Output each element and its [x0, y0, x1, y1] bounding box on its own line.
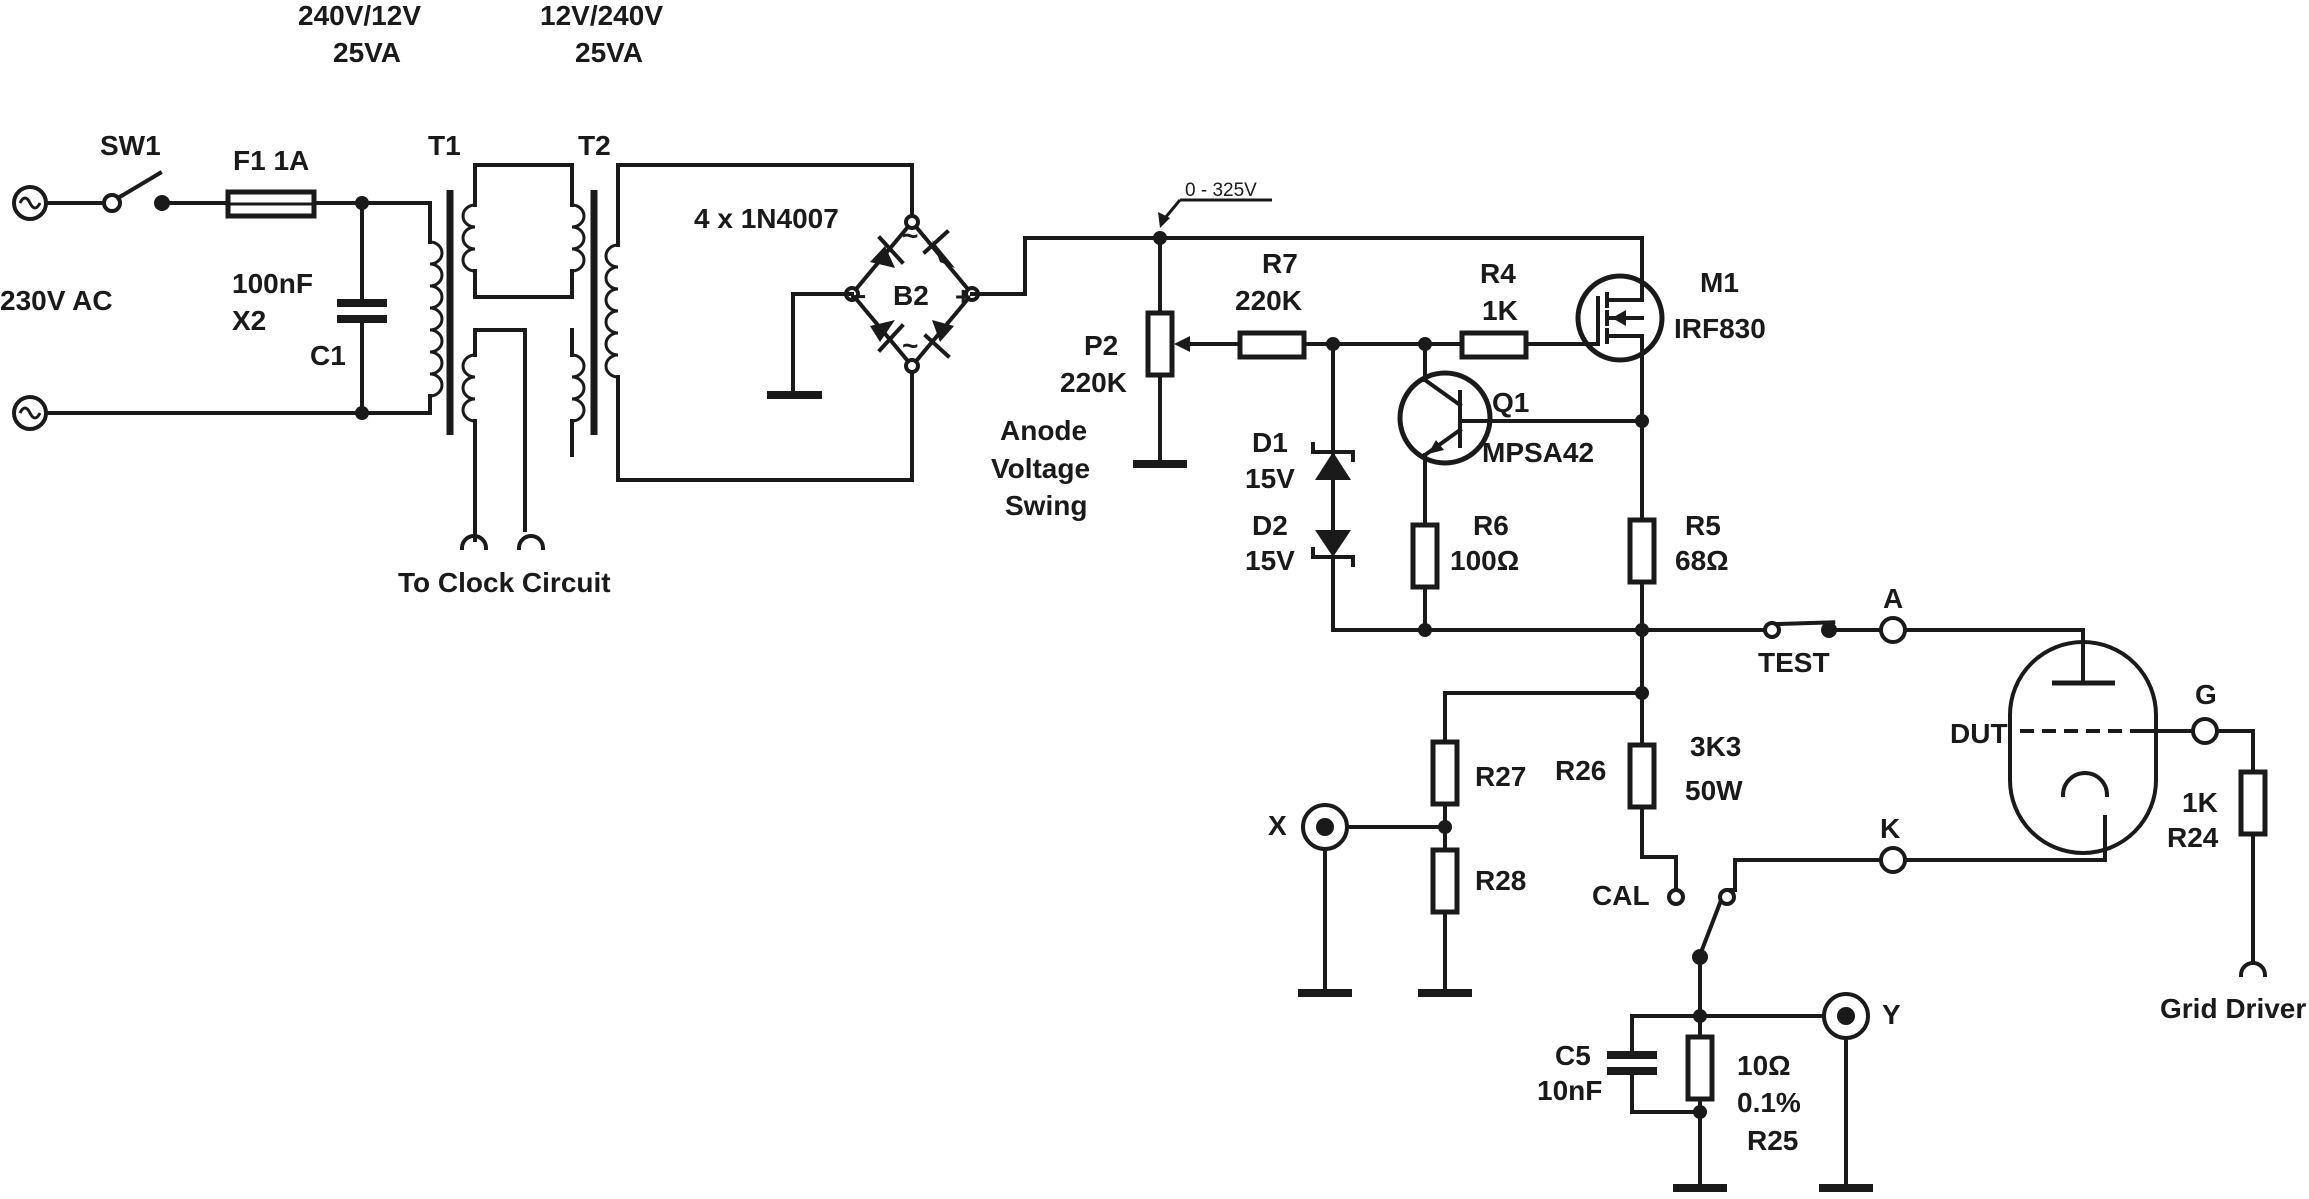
- resistor-r28: [1430, 847, 1460, 915]
- r25-value-2: 0.1%: [1737, 1087, 1801, 1118]
- bnc-y[interactable]: [1822, 992, 1870, 1040]
- t1-rating-1: 240V/12V: [298, 0, 421, 31]
- r6-value: 100Ω: [1450, 545, 1519, 576]
- clock-output-terminal-2: [516, 534, 546, 551]
- anode-label-3: Swing: [1005, 490, 1087, 521]
- terminal-a[interactable]: [1879, 616, 1907, 644]
- d2-value: 15V: [1245, 545, 1295, 576]
- transformer-t2: [604, 243, 619, 379]
- q1-part: MPSA42: [1482, 437, 1594, 468]
- r4-label: R4: [1480, 258, 1516, 289]
- t2-rating-1: 12V/240V: [540, 0, 663, 31]
- r5-value: 68Ω: [1675, 545, 1729, 576]
- mains-input-top: [12, 185, 48, 221]
- r24-label: R24: [2167, 822, 2219, 853]
- resistor-r25: [1685, 1034, 1715, 1102]
- bridge-rectifier-b2: [849, 218, 975, 370]
- resistor-r6: [1410, 522, 1440, 590]
- terminal-a-label: A: [1883, 583, 1903, 614]
- test-label: TEST: [1758, 647, 1830, 678]
- bridge-name: B2: [893, 280, 929, 311]
- bnc-x-label: X: [1268, 810, 1287, 841]
- r26-value-1: 3K3: [1690, 731, 1741, 762]
- m1-part: IRF830: [1674, 313, 1766, 344]
- r26-value-2: 50W: [1685, 775, 1743, 806]
- voltage-range-label: 0 - 325V: [1185, 180, 1257, 201]
- resistor-r4: [1459, 330, 1529, 360]
- anode-label-2: Voltage: [991, 453, 1090, 484]
- r4-value: 1K: [1482, 295, 1518, 326]
- c1-type: X2: [232, 305, 266, 336]
- transformer-t2-secondary: [571, 203, 586, 273]
- grid-driver-terminal: [2238, 961, 2268, 978]
- resistor-r26: [1627, 742, 1657, 810]
- p2-label: P2: [1084, 330, 1118, 361]
- zener-d2: [1311, 478, 1355, 632]
- bridge-ac-top: ~: [902, 220, 918, 251]
- r26-label: R26: [1555, 755, 1606, 786]
- p2-value: 220K: [1060, 367, 1127, 398]
- bnc-x[interactable]: [1301, 803, 1349, 851]
- d1-value: 15V: [1245, 463, 1295, 494]
- transistor-q1: [1397, 342, 1644, 527]
- test-switch[interactable]: [1763, 606, 1837, 640]
- cal-label: CAL: [1592, 880, 1650, 911]
- bridge-minus: −: [850, 281, 866, 312]
- resistor-r5: [1627, 517, 1657, 585]
- c5-value: 10nF: [1537, 1075, 1602, 1106]
- sw1-label: SW1: [100, 130, 161, 161]
- terminal-g[interactable]: [2191, 717, 2219, 745]
- t1-label: T1: [428, 130, 461, 161]
- terminal-k[interactable]: [1879, 846, 1907, 874]
- bridge-ac-bottom: ~: [902, 330, 918, 361]
- grid-driver-label: Grid Driver: [2160, 993, 2306, 1024]
- q1-label: Q1: [1492, 387, 1529, 418]
- r25-value-1: 10Ω: [1737, 1050, 1791, 1081]
- r24-value: 1K: [2182, 787, 2218, 818]
- resistor-r7: [1237, 330, 1307, 360]
- r28-label: R28: [1475, 865, 1526, 896]
- cal-switch[interactable]: [1667, 888, 1736, 965]
- transformer-t1: [428, 190, 476, 435]
- t1-rating-2: 25VA: [333, 37, 401, 68]
- r7-label: R7: [1262, 248, 1298, 279]
- dut-tube: [2008, 640, 2158, 855]
- resistor-r24: [2238, 769, 2268, 837]
- c5-label: C5: [1555, 1040, 1591, 1071]
- r6-label: R6: [1473, 510, 1509, 541]
- bridge-plus: +: [955, 281, 971, 312]
- mains-label: 230V AC: [0, 285, 113, 316]
- c1-value: 100nF: [232, 268, 313, 299]
- mains-input-bottom: [12, 395, 48, 431]
- bridge-label: 4 x 1N4007: [694, 203, 839, 234]
- zener-d1: [1311, 342, 1355, 480]
- clock-label: To Clock Circuit: [398, 567, 611, 598]
- mosfet-m1: [1575, 236, 1665, 363]
- m1-label: M1: [1700, 267, 1739, 298]
- r7-value: 220K: [1235, 285, 1302, 316]
- resistor-r27: [1430, 739, 1460, 807]
- d1-label: D1: [1252, 427, 1288, 458]
- r27-label: R27: [1475, 761, 1526, 792]
- terminal-g-label: G: [2195, 679, 2217, 710]
- d2-label: D2: [1252, 510, 1288, 541]
- terminal-k-label: K: [1880, 813, 1900, 844]
- fuse-label: F1 1A: [233, 145, 309, 176]
- t2-rating-2: 25VA: [575, 37, 643, 68]
- switch-sw1: [102, 170, 170, 213]
- bnc-y-label: Y: [1882, 999, 1901, 1030]
- c1-label: C1: [310, 340, 346, 371]
- t2-label: T2: [578, 130, 611, 161]
- r5-label: R5: [1685, 510, 1721, 541]
- r25-label: R25: [1747, 1125, 1798, 1156]
- potentiometer-p2: [1145, 310, 1175, 378]
- anode-label-1: Anode: [1000, 415, 1087, 446]
- dut-label: DUT: [1950, 718, 2008, 749]
- clock-output-terminal-1: [459, 534, 489, 551]
